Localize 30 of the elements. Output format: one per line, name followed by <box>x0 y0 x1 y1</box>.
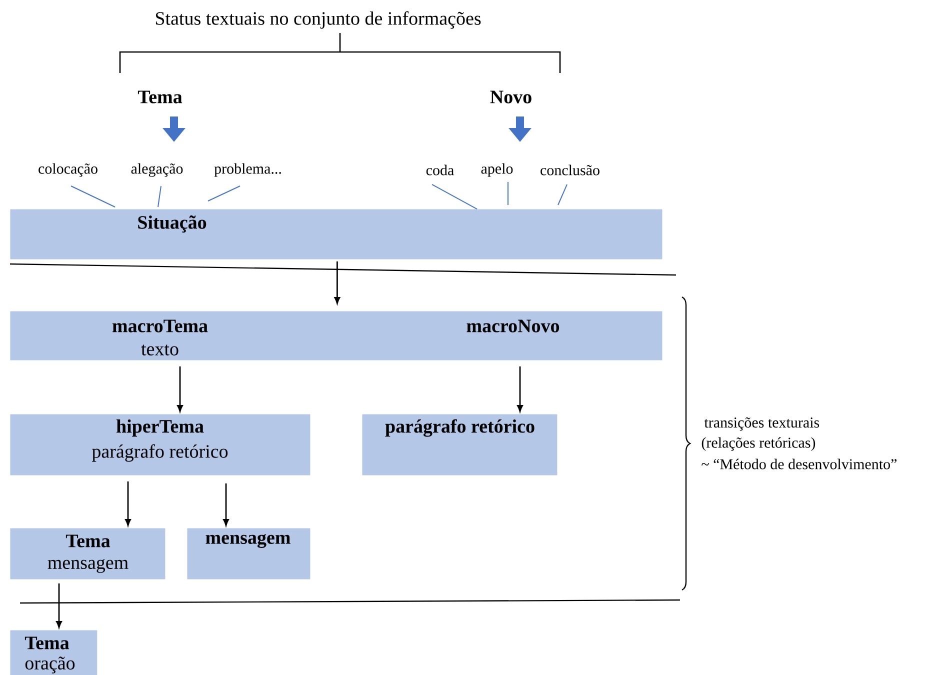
arrow <box>517 366 523 412</box>
process-box: hiperTema parágrafo retórico <box>10 414 310 476</box>
category-word: problema... <box>214 163 281 177</box>
process-box: parágrafo retórico <box>362 414 558 476</box>
arrow <box>334 261 340 304</box>
arrow <box>223 483 229 526</box>
category-word: coda <box>426 164 454 176</box>
brace-label: (relações retóricas) <box>702 437 816 451</box>
leader-line <box>158 186 162 208</box>
process-box: mensagem <box>187 528 310 580</box>
category-word: apelo <box>481 163 513 177</box>
heading-text: Tema <box>138 90 182 104</box>
category-word: alegação <box>131 163 183 177</box>
leader-line <box>558 184 568 206</box>
leader-line <box>208 186 240 202</box>
leader-line <box>432 184 478 210</box>
process-box: macroTema texto macroNovo <box>10 311 662 360</box>
arrow <box>125 481 131 526</box>
process-box: Situação <box>10 209 662 260</box>
arrow <box>177 366 183 412</box>
brace-label: transições texturais <box>704 417 820 431</box>
process-box: Tema oração <box>10 630 98 675</box>
title: Status textuais no conjunto de informações <box>156 11 481 29</box>
brace-label: ~ “Método de desenvolvimento” <box>702 458 896 470</box>
heading-text: Novo <box>490 90 532 104</box>
leader-line <box>70 186 116 208</box>
process-box: Tema mensagem <box>10 528 166 580</box>
category-word: colocação <box>38 163 98 177</box>
category-word: conclusão <box>540 164 600 176</box>
arrow <box>56 583 62 628</box>
